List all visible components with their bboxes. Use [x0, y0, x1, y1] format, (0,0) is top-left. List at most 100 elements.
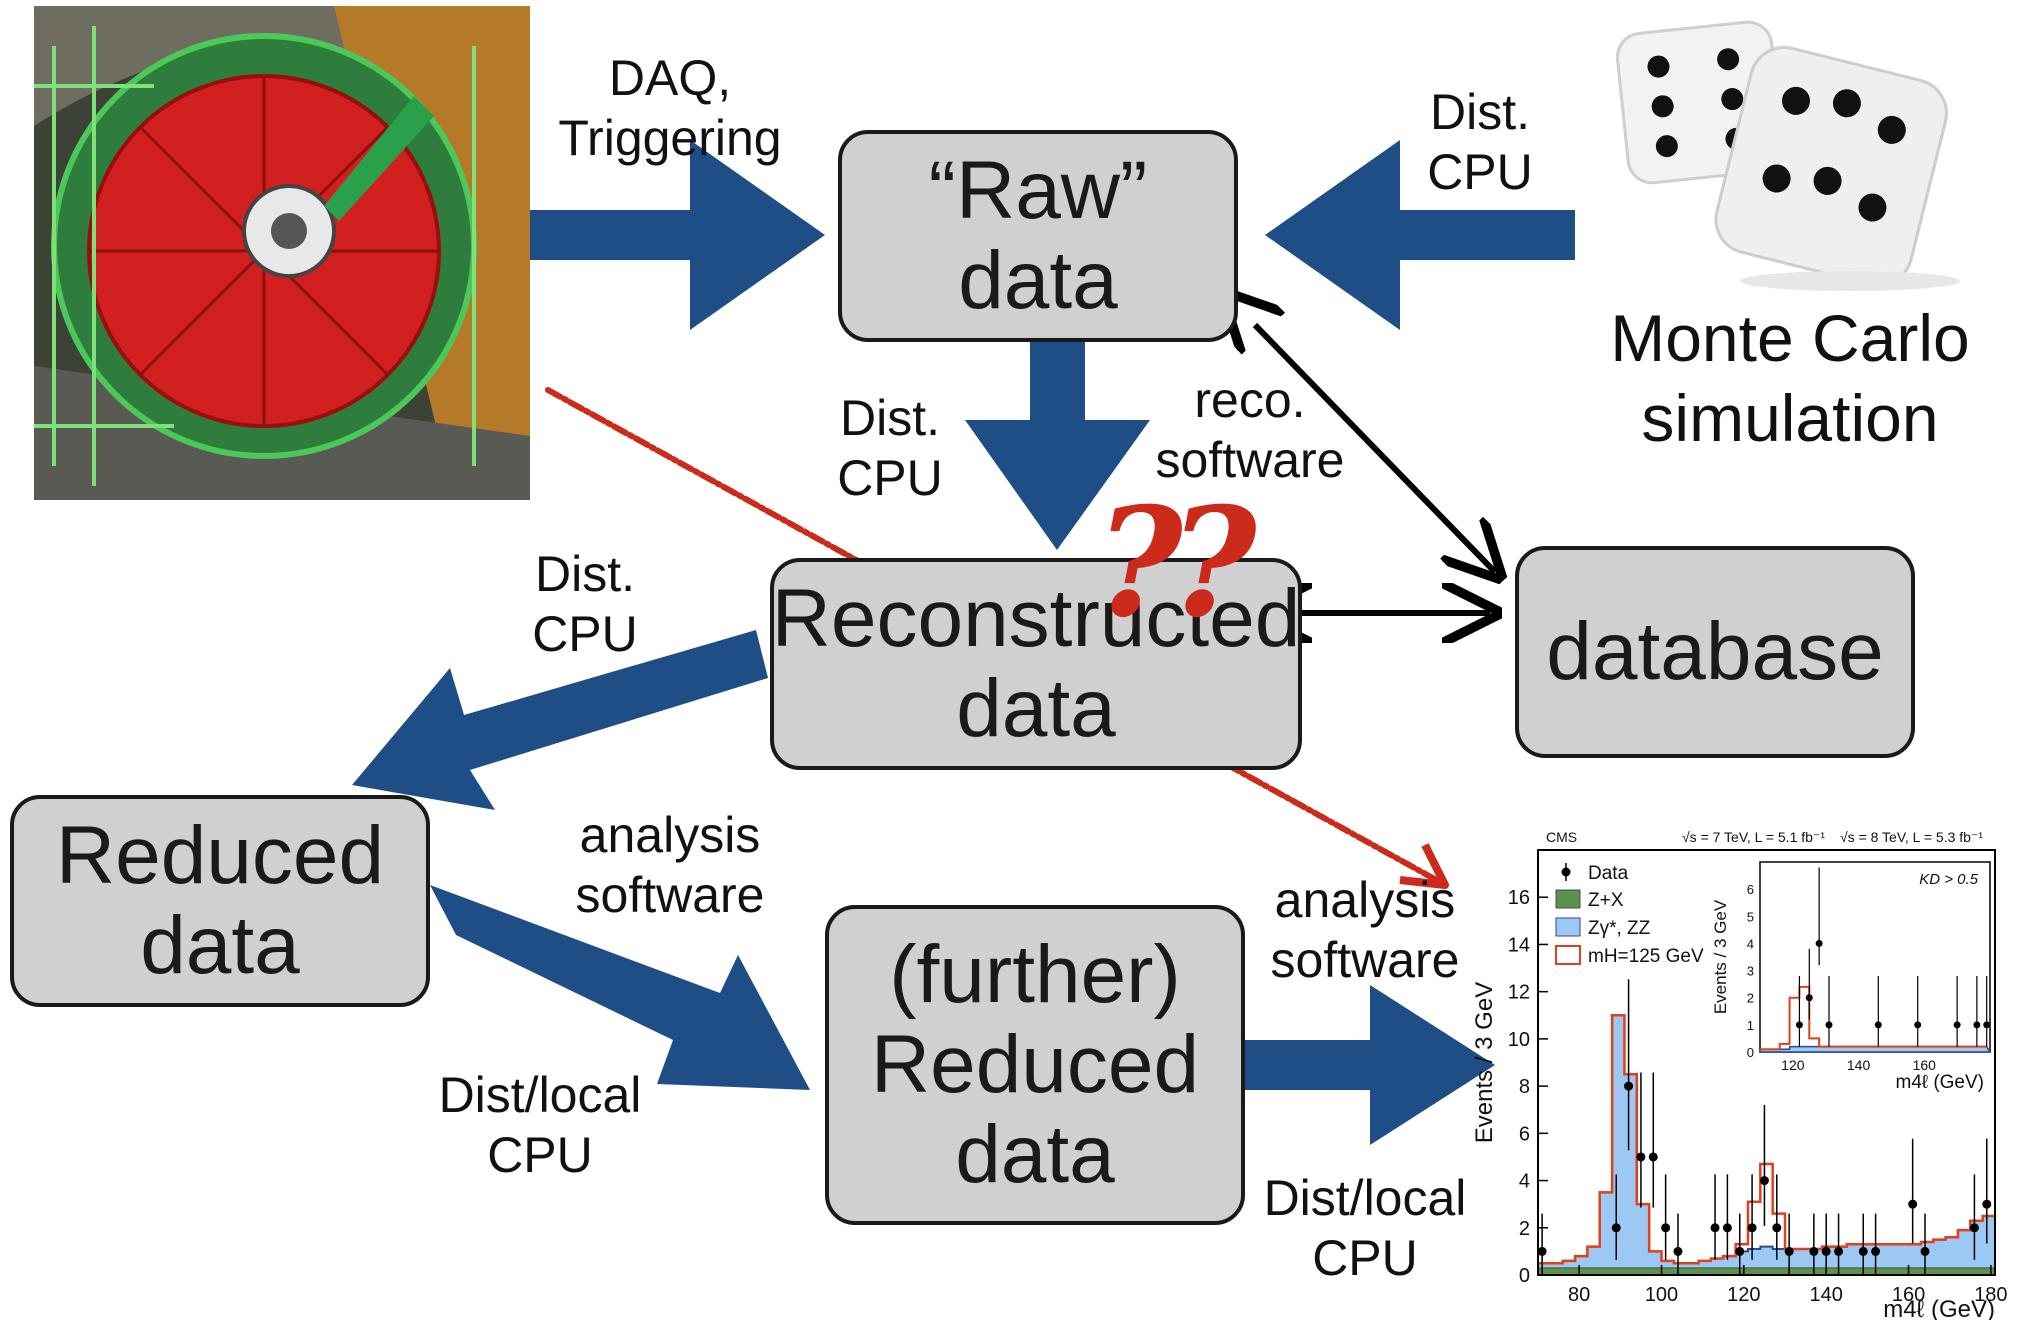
data-point: [1920, 1246, 1930, 1256]
inset-y-axis-label: Events / 3 GeV: [1711, 899, 1730, 1014]
plot-frame: [1537, 849, 1996, 1276]
x-tick-label: 180: [1974, 1284, 2007, 1306]
reduce-arrow: [352, 630, 768, 810]
data-point: [1908, 1199, 1918, 1209]
data-point: [1636, 1152, 1646, 1162]
particle-detector-photo: [34, 6, 530, 500]
legend-signal-label: mH=125 GeV: [1588, 946, 1704, 967]
inset-kd-label: KD > 0.5: [1919, 871, 1978, 888]
inset-data-point: [1914, 1021, 1922, 1029]
red-scribble-arrowhead: [1399, 843, 1449, 889]
y-tick-label: 16: [1508, 887, 1530, 909]
data-point: [1673, 1246, 1683, 1256]
x-axis-label: m4ℓ (GeV): [1883, 1296, 1995, 1320]
y-tick-label: 2: [1519, 1218, 1530, 1240]
inset-signal-histogram: [1760, 985, 1987, 1051]
mc-arrow: [1265, 140, 1575, 330]
raw-database-connector: [1255, 325, 1495, 572]
dist-local-cpu-left-label: Dist/local CPU: [438, 1067, 642, 1183]
inset-x-tick-label: 140: [1847, 1057, 1871, 1073]
y-tick-label: 12: [1508, 982, 1530, 1004]
dist-local-cpu-right-label: Dist/local CPU: [1263, 1170, 1467, 1286]
dice-icon: [1615, 20, 1960, 291]
x-tick-label: 160: [1892, 1284, 1925, 1306]
signal-histogram: [1538, 1014, 1995, 1265]
header-8tev-label: √s = 8 TeV, L = 5.3 fb⁻¹: [1840, 829, 1983, 845]
reduced-data-box[interactable]: Reduced data: [10, 795, 430, 1007]
y-axis-label: Events / 3 GeV: [1471, 982, 1498, 1143]
x-tick-label: 100: [1645, 1284, 1678, 1306]
inset-y-tick-label: 5: [1747, 909, 1754, 924]
dist-cpu-left-label: Dist. CPU: [532, 546, 638, 662]
data-point: [1611, 1223, 1621, 1233]
legend-data-label: Data: [1588, 863, 1629, 884]
header-7tev-label: √s = 7 TeV, L = 5.1 fb⁻¹: [1682, 829, 1825, 845]
legend-signal-swatch: [1555, 945, 1581, 965]
inset-x-axis-label: m4ℓ (GeV): [1896, 1072, 1985, 1093]
data-point: [1858, 1246, 1868, 1256]
x-tick-label: 140: [1810, 1284, 1843, 1306]
inset-x-tick-label: 120: [1781, 1057, 1805, 1073]
data-point: [1747, 1223, 1757, 1233]
database-box[interactable]: database: [1515, 546, 1915, 758]
y-tick-label: 0: [1519, 1265, 1530, 1287]
data-point: [1784, 1246, 1794, 1256]
further-arrow: [430, 885, 810, 1090]
data-point: [1809, 1246, 1819, 1256]
inset-y-tick-label: 6: [1747, 882, 1754, 897]
data-point: [1624, 1081, 1634, 1091]
inset-data-point: [1953, 1021, 1961, 1029]
plot-arrow: [1245, 985, 1495, 1145]
x-tick-label: 80: [1568, 1284, 1590, 1306]
reco-software-label: reco. software: [1155, 372, 1345, 488]
inset-y-tick-label: 1: [1747, 1018, 1754, 1033]
analysis-software-right-label: analysis software: [1270, 872, 1460, 988]
inset-y-tick-label: 0: [1747, 1045, 1754, 1060]
inset-data-point: [1825, 1021, 1833, 1029]
data-point: [1537, 1246, 1547, 1256]
reco-arrow: [965, 342, 1150, 550]
data-point: [1722, 1223, 1732, 1233]
dist-cpu-mc-label: Dist. CPU: [1427, 84, 1533, 200]
daq-arrow: [520, 140, 825, 330]
inset-data-point: [1815, 939, 1823, 947]
further-reduced-data-box[interactable]: (further) Reduced data: [825, 905, 1245, 1225]
detector-photo: [34, 6, 530, 500]
reconstructed-data-box[interactable]: Reconstructed data: [770, 558, 1302, 770]
legend-zx-label: Z+X: [1588, 890, 1624, 911]
y-tick-label: 8: [1519, 1076, 1530, 1098]
inset-frame: [1759, 861, 1991, 1053]
data-point: [1834, 1246, 1844, 1256]
y-tick-label: 10: [1508, 1029, 1530, 1051]
data-point: [1982, 1199, 1992, 1209]
data-point: [1821, 1246, 1831, 1256]
data-point: [1772, 1223, 1782, 1233]
legend-zz-swatch: [1555, 917, 1581, 937]
data-point: [1710, 1223, 1720, 1233]
zz-background-histogram: [1537, 1014, 1996, 1276]
data-point: [1735, 1246, 1745, 1256]
legend-zz-label: Zγ*, ZZ: [1588, 918, 1651, 939]
y-tick-label: 6: [1519, 1123, 1530, 1145]
data-point: [1759, 1176, 1769, 1186]
analysis-software-left-label: analysis software: [575, 807, 765, 923]
legend-zx-swatch: [1555, 889, 1581, 909]
cms-header-label: CMS: [1546, 829, 1577, 845]
inset-y-tick-label: 2: [1747, 991, 1754, 1006]
raw-data-box[interactable]: “Raw” data: [838, 130, 1238, 342]
data-point: [1871, 1246, 1881, 1256]
data-point: [1648, 1152, 1658, 1162]
y-tick-label: 4: [1519, 1171, 1530, 1193]
inset-x-tick-label: 160: [1913, 1057, 1937, 1073]
monte-carlo-label: Monte Carlo simulation: [1610, 301, 1970, 455]
data-point: [1969, 1223, 1979, 1233]
inset-data-point: [1983, 1021, 1991, 1029]
inset-data-point: [1874, 1021, 1882, 1029]
dist-cpu-center-label: Dist. CPU: [837, 390, 943, 506]
data-point: [1661, 1223, 1671, 1233]
zx-background-histogram: [1537, 1267, 1996, 1276]
inset-data-point: [1973, 1021, 1981, 1029]
